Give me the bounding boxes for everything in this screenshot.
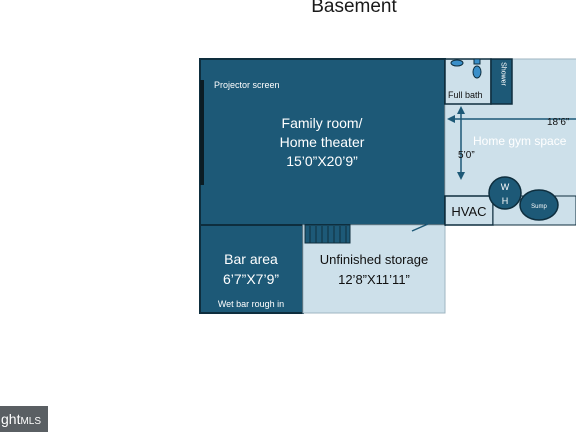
water-heater-label-1: W	[501, 182, 510, 192]
sump-label: Sump	[531, 204, 547, 210]
gym-depth-dimension	[457, 106, 465, 180]
plan-title: Basement	[311, 0, 397, 17]
storage-dims: 12’8”X11’11”	[338, 272, 410, 287]
mls-suffix: MLS	[20, 416, 42, 427]
family-room-dims: 15’0”X20’9”	[286, 153, 358, 169]
gym-width-dimension	[447, 115, 576, 123]
hvac-label: HVAC	[451, 204, 486, 219]
projector-screen	[200, 80, 204, 185]
sump-pit	[519, 189, 559, 221]
water-heater-label-2: H	[502, 196, 509, 206]
stairs	[304, 224, 351, 244]
family-room-name-2: Home theater	[280, 134, 365, 150]
full-bath-label: Full bath	[448, 90, 483, 100]
bar-area	[199, 224, 304, 314]
bar-area-name: Bar area	[224, 251, 278, 267]
wet-bar-label: Wet bar rough in	[218, 299, 284, 309]
family-room-name-1: Family room/	[282, 115, 363, 131]
shower-label: Shower	[500, 62, 507, 86]
mls-brand: ght	[1, 411, 21, 427]
home-gym-label: Home gym space	[473, 134, 567, 148]
bar-area-dims: 6’7”X7’9”	[223, 271, 279, 287]
water-heater	[488, 176, 522, 210]
shower	[490, 58, 513, 105]
gym-width-label: 18’6”	[547, 117, 569, 128]
projector-screen-label: Projector screen	[214, 80, 280, 90]
sink-icon	[450, 59, 464, 67]
full-bath	[444, 58, 492, 105]
storage-name: Unfinished storage	[320, 252, 428, 267]
gym-depth-label: 5’0”	[458, 150, 475, 161]
mls-watermark: ghtMLS	[0, 406, 48, 432]
storage-door-swing	[411, 223, 429, 232]
toilet-icon	[472, 58, 482, 79]
unfinished-storage	[302, 224, 446, 314]
hvac	[444, 195, 494, 226]
